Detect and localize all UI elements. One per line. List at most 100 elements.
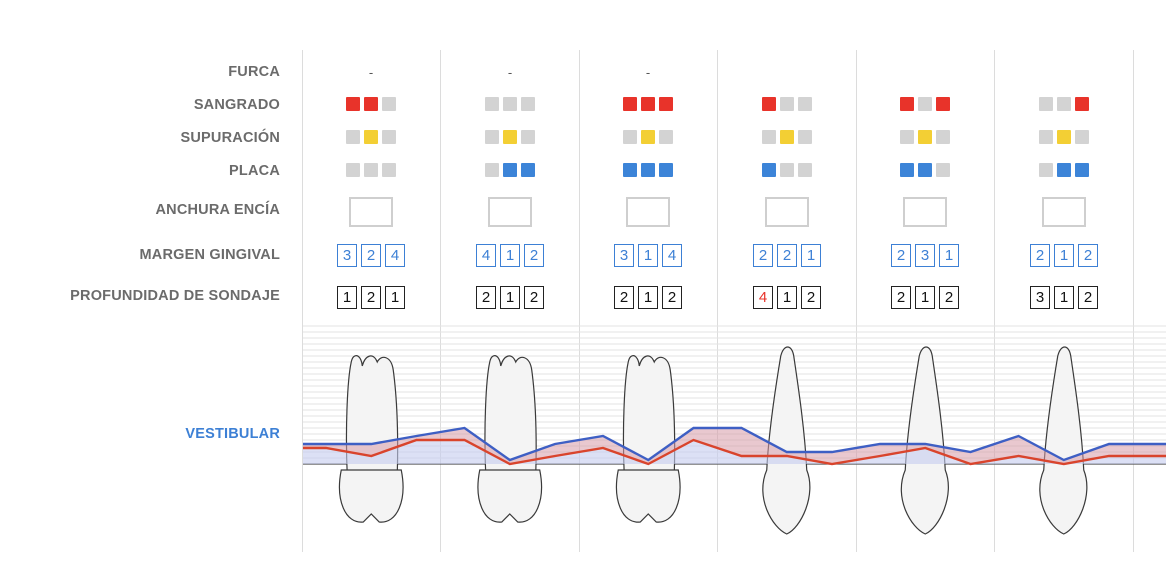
margen-gingival-input[interactable]: 1 — [638, 244, 658, 267]
plaque-toggle[interactable] — [1057, 163, 1071, 177]
profundidad-sondaje-input[interactable]: 3 — [1030, 286, 1050, 309]
suppuration-toggle[interactable] — [1039, 130, 1053, 144]
suppuration-toggle[interactable] — [1057, 130, 1071, 144]
furca-cell[interactable] — [718, 66, 856, 80]
plaque-toggle[interactable] — [918, 163, 932, 177]
suppuration-toggle[interactable] — [918, 130, 932, 144]
profundidad-sondaje-input[interactable]: 2 — [524, 286, 544, 309]
suppuration-toggle[interactable] — [762, 130, 776, 144]
profundidad-sondaje-input[interactable]: 2 — [939, 286, 959, 309]
margen-gingival-input[interactable]: 2 — [753, 244, 773, 267]
profundidad-sondaje-input[interactable]: 1 — [915, 286, 935, 309]
margen-gingival-input[interactable]: 3 — [614, 244, 634, 267]
profundidad-sondaje-input[interactable]: 2 — [662, 286, 682, 309]
plaque-toggle[interactable] — [382, 163, 396, 177]
plaque-toggle[interactable] — [1039, 163, 1053, 177]
anchura-encia-input[interactable] — [903, 197, 947, 227]
plaque-toggle[interactable] — [659, 163, 673, 177]
bleeding-toggle[interactable] — [382, 97, 396, 111]
bleeding-toggle[interactable] — [503, 97, 517, 111]
margen-gingival-input[interactable]: 4 — [476, 244, 496, 267]
suppuration-toggle[interactable] — [900, 130, 914, 144]
anchura-encia-input[interactable] — [488, 197, 532, 227]
plaque-toggle[interactable] — [798, 163, 812, 177]
plaque-toggle[interactable] — [623, 163, 637, 177]
bleeding-toggle[interactable] — [521, 97, 535, 111]
bleeding-toggle[interactable] — [485, 97, 499, 111]
profundidad-sondaje-input[interactable]: 1 — [337, 286, 357, 309]
margen-gingival-input[interactable]: 4 — [385, 244, 405, 267]
bleeding-toggle[interactable] — [780, 97, 794, 111]
furca-cell[interactable]: - — [302, 66, 440, 80]
suppuration-toggle[interactable] — [936, 130, 950, 144]
profundidad-sondaje-input[interactable]: 2 — [1078, 286, 1098, 309]
margen-gingival-input[interactable]: 2 — [524, 244, 544, 267]
margen-gingival-input[interactable]: 3 — [915, 244, 935, 267]
furca-cell[interactable]: - — [579, 66, 717, 80]
profundidad-sondaje-input[interactable]: 4 — [753, 286, 773, 309]
margen-gingival-input[interactable]: 1 — [500, 244, 520, 267]
bleeding-toggle[interactable] — [623, 97, 637, 111]
suppuration-toggle[interactable] — [798, 130, 812, 144]
margen-gingival-input[interactable]: 1 — [801, 244, 821, 267]
suppuration-toggle[interactable] — [382, 130, 396, 144]
margen-gingival-input[interactable]: 2 — [361, 244, 381, 267]
suppuration-toggle[interactable] — [346, 130, 360, 144]
bleeding-toggle[interactable] — [798, 97, 812, 111]
furca-cell[interactable]: - — [441, 66, 579, 80]
profundidad-sondaje-input[interactable]: 2 — [476, 286, 496, 309]
plaque-toggle[interactable] — [936, 163, 950, 177]
margen-gingival-input[interactable]: 3 — [337, 244, 357, 267]
profundidad-sondaje-input[interactable]: 1 — [777, 286, 797, 309]
plaque-toggle[interactable] — [641, 163, 655, 177]
profundidad-sondaje-input[interactable]: 1 — [385, 286, 405, 309]
plaque-toggle[interactable] — [1075, 163, 1089, 177]
plaque-toggle[interactable] — [485, 163, 499, 177]
bleeding-toggle[interactable] — [346, 97, 360, 111]
plaque-toggle[interactable] — [521, 163, 535, 177]
profundidad-sondaje-input[interactable]: 2 — [361, 286, 381, 309]
suppuration-toggle[interactable] — [623, 130, 637, 144]
suppuration-toggle[interactable] — [521, 130, 535, 144]
bleeding-toggle[interactable] — [762, 97, 776, 111]
bleeding-toggle[interactable] — [364, 97, 378, 111]
bleeding-toggle[interactable] — [900, 97, 914, 111]
bleeding-toggle[interactable] — [659, 97, 673, 111]
furca-cell[interactable] — [856, 66, 994, 80]
margen-gingival-input[interactable]: 1 — [939, 244, 959, 267]
plaque-toggle[interactable] — [900, 163, 914, 177]
suppuration-toggle[interactable] — [1075, 130, 1089, 144]
margen-gingival-input[interactable]: 2 — [777, 244, 797, 267]
anchura-encia-input[interactable] — [626, 197, 670, 227]
suppuration-toggle[interactable] — [485, 130, 499, 144]
profundidad-sondaje-input[interactable]: 2 — [614, 286, 634, 309]
anchura-encia-input[interactable] — [765, 197, 809, 227]
plaque-toggle[interactable] — [503, 163, 517, 177]
suppuration-toggle[interactable] — [641, 130, 655, 144]
suppuration-toggle[interactable] — [364, 130, 378, 144]
profundidad-sondaje-input[interactable]: 2 — [801, 286, 821, 309]
anchura-encia-input[interactable] — [1042, 197, 1086, 227]
bleeding-toggle[interactable] — [936, 97, 950, 111]
margen-gingival-input[interactable]: 1 — [1054, 244, 1074, 267]
profundidad-sondaje-input[interactable]: 1 — [638, 286, 658, 309]
bleeding-toggle[interactable] — [1057, 97, 1071, 111]
profundidad-sondaje-input[interactable]: 2 — [891, 286, 911, 309]
bleeding-toggle[interactable] — [641, 97, 655, 111]
furca-cell[interactable] — [995, 66, 1133, 80]
margen-gingival-input[interactable]: 4 — [662, 244, 682, 267]
margen-gingival-input[interactable]: 2 — [1078, 244, 1098, 267]
suppuration-toggle[interactable] — [503, 130, 517, 144]
plaque-toggle[interactable] — [364, 163, 378, 177]
bleeding-toggle[interactable] — [918, 97, 932, 111]
margen-gingival-input[interactable]: 2 — [891, 244, 911, 267]
suppuration-toggle[interactable] — [659, 130, 673, 144]
plaque-toggle[interactable] — [762, 163, 776, 177]
bleeding-toggle[interactable] — [1075, 97, 1089, 111]
margen-gingival-input[interactable]: 2 — [1030, 244, 1050, 267]
plaque-toggle[interactable] — [780, 163, 794, 177]
profundidad-sondaje-input[interactable]: 1 — [500, 286, 520, 309]
plaque-toggle[interactable] — [346, 163, 360, 177]
anchura-encia-input[interactable] — [349, 197, 393, 227]
profundidad-sondaje-input[interactable]: 1 — [1054, 286, 1074, 309]
